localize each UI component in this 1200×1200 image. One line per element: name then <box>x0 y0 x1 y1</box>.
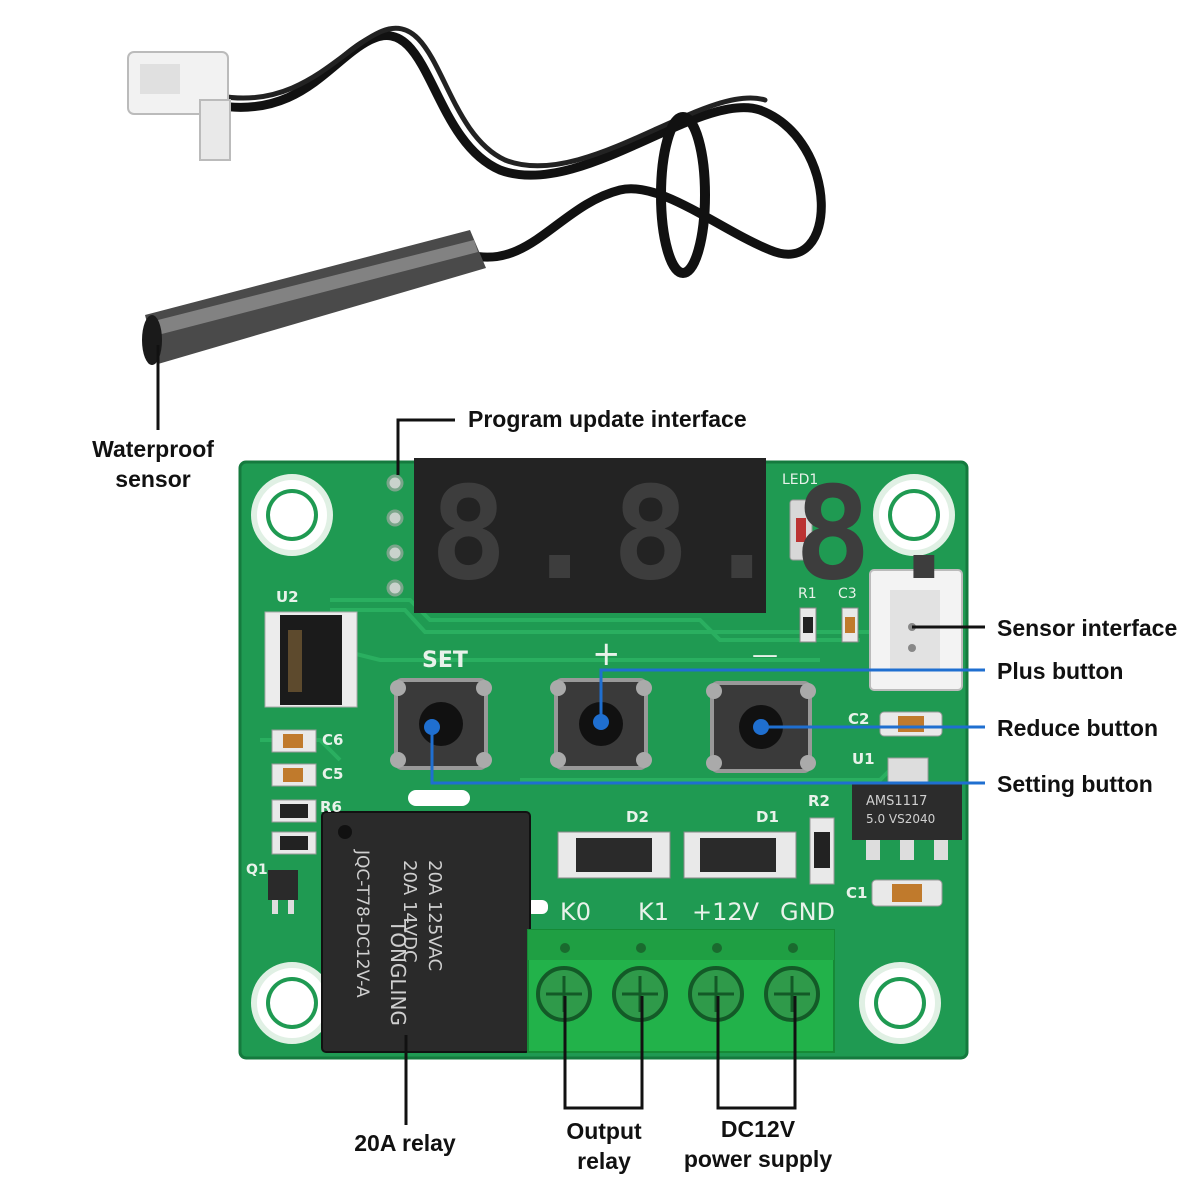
silk-r2: R2 <box>808 792 830 810</box>
leader-program-update <box>396 418 455 475</box>
u2-chip <box>264 611 358 708</box>
silk-q1: Q1 <box>246 862 268 878</box>
callout-20a-relay: 20A relay <box>354 1130 456 1156</box>
cable-tie <box>656 112 710 278</box>
silk-c5: C5 <box>322 765 344 783</box>
callout-dc12v-line1: DC12V <box>720 1116 796 1142</box>
leader-setting-button <box>430 727 985 785</box>
leader-output-relay <box>563 996 644 1110</box>
terminal-k1[interactable] <box>612 966 668 1022</box>
mounting-holes <box>251 474 955 1044</box>
silk-d2: D2 <box>626 808 649 826</box>
seven-segment-display <box>414 458 766 613</box>
silk-gnd: GND <box>780 898 836 926</box>
waterproof-sensor-probe <box>142 230 486 365</box>
callout-output-relay: Output relay <box>534 1116 674 1176</box>
sensor-connector <box>127 51 231 161</box>
terminal-gnd[interactable] <box>764 966 820 1022</box>
silk-d1: D1 <box>756 808 779 826</box>
silk-led1: LED1 <box>782 472 819 488</box>
relay-rating-2: 20A 14VDC <box>399 860 420 963</box>
silk-k0: K0 <box>560 898 592 926</box>
silk-c2: C2 <box>848 710 870 728</box>
relay-rating-1: 20A 125VAC <box>424 860 445 972</box>
silk-minus: — <box>752 640 778 670</box>
silk-u1: U1 <box>852 750 875 768</box>
callout-reduce-button: Reduce button <box>997 715 1158 741</box>
relay-model: JQC-T78-DC12V-A <box>352 850 372 998</box>
set-button[interactable] <box>390 678 492 770</box>
silk-set: SET <box>422 648 468 673</box>
display-digits: 8.8.8. <box>430 460 977 609</box>
callout-plus-button: Plus button <box>997 658 1124 684</box>
callout-program-update-interface: Program update interface <box>468 406 747 432</box>
callout-output-relay-line1: Output <box>566 1118 642 1144</box>
terminal-12v[interactable] <box>688 966 744 1022</box>
leader-lines <box>156 345 985 1125</box>
pcb-board <box>238 458 969 1060</box>
regulator-marking-1: AMS1117 <box>866 794 928 809</box>
callout-setting-button: Setting button <box>997 771 1153 797</box>
silk-r1: R1 <box>798 586 817 602</box>
callout-dc12v-line2: power supply <box>683 1146 833 1172</box>
sensor-cable <box>210 25 826 262</box>
u1-regulator <box>852 757 962 860</box>
leader-plus-button <box>599 668 985 722</box>
callout-waterproof-sensor-line1: Waterproof <box>92 436 214 462</box>
silk-u2: U2 <box>276 588 299 606</box>
silk-c1: C1 <box>846 884 868 902</box>
leader-dc12v <box>716 996 797 1110</box>
sensor-interface-connector <box>869 569 963 691</box>
silk-plus: + <box>592 634 621 674</box>
callout-output-relay-line2: relay <box>577 1148 631 1174</box>
silk-c6: C6 <box>322 731 344 749</box>
callout-waterproof-sensor-line2: sensor <box>115 466 191 492</box>
callout-waterproof-sensor: Waterproof sensor <box>78 434 228 494</box>
silk-12v: +12V <box>692 898 760 926</box>
silk-k1: K1 <box>638 898 670 926</box>
terminal-block <box>527 929 835 1053</box>
silk-c3: C3 <box>838 586 857 602</box>
silk-r6: R6 <box>320 798 342 816</box>
program-update-pads <box>386 474 404 597</box>
callout-sensor-interface: Sensor interface <box>997 615 1178 641</box>
callout-dc12v-power-supply: DC12V power supply <box>668 1114 848 1174</box>
regulator-marking-2: 5.0 VS2040 <box>866 812 936 826</box>
